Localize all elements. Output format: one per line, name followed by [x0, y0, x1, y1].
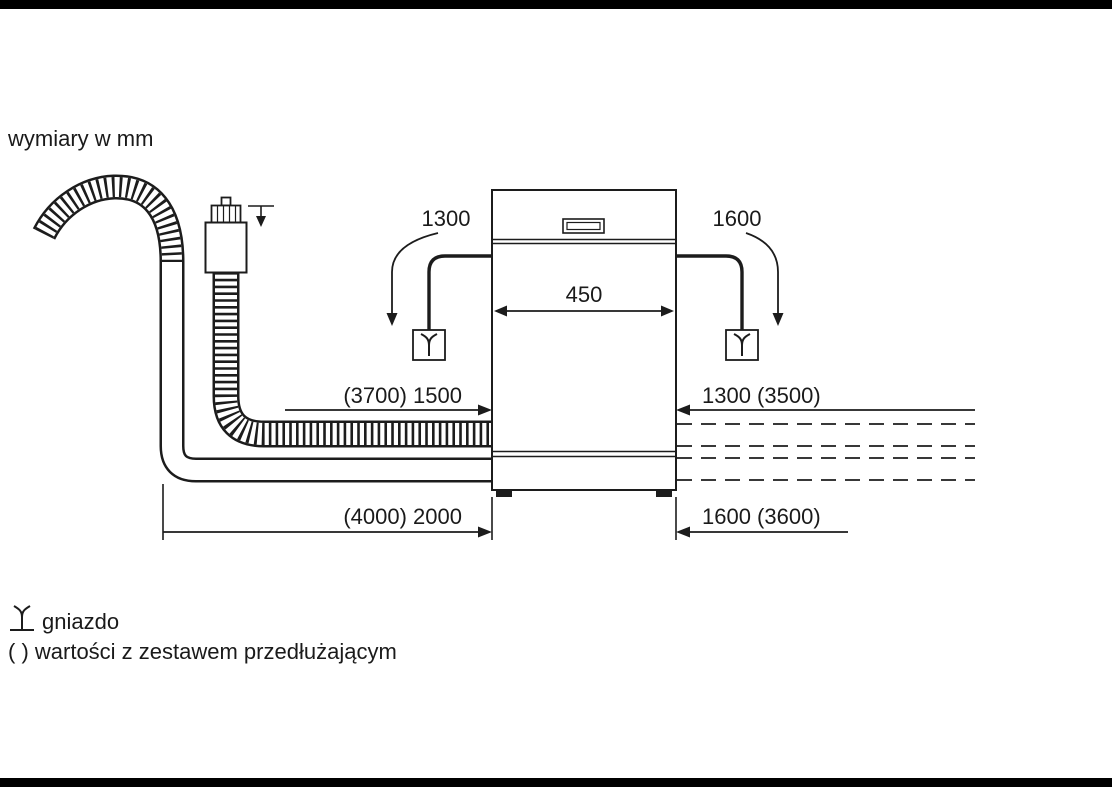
arrowhead-down	[772, 313, 784, 326]
arrowhead-down	[386, 313, 398, 326]
drain-hose-ribs	[35, 177, 182, 263]
legend: gniazdo ( ) wartości z zestawem przedłuż…	[8, 605, 397, 664]
arrowhead-right	[478, 404, 492, 416]
control-display-inner	[566, 221, 601, 231]
arrowhead-left	[676, 404, 690, 416]
socket-icon	[420, 333, 438, 356]
dim-supply-left-label: (3700) 1500	[343, 383, 462, 408]
dim-inlet-right-label: 1300 (3500)	[702, 383, 821, 408]
dim-drain-right-label: 1600 (3600)	[702, 504, 821, 529]
letterbox-top	[0, 0, 1112, 9]
tap-height-marker	[248, 205, 274, 227]
tap-collar	[210, 204, 242, 224]
dim-drain-left: (4000) 2000	[162, 484, 493, 540]
arrowhead-left	[494, 305, 507, 317]
dim-inlet-right: 1300 (3500)	[676, 383, 975, 416]
supply-hose	[212, 272, 492, 448]
dim-cable-left: 1300	[386, 206, 471, 326]
aquastop-box	[204, 221, 248, 274]
drain-hose	[32, 174, 492, 483]
letterbox-bottom	[0, 778, 1112, 787]
socket-right	[725, 329, 759, 361]
arrowhead-right	[478, 526, 492, 538]
socket-icon	[10, 605, 34, 631]
dim-cable-right-label: 1600	[713, 206, 762, 231]
units-note: wymiary w mm	[7, 126, 153, 151]
foot-right	[656, 490, 672, 497]
arrowhead-left	[676, 526, 690, 538]
dishwasher	[491, 189, 677, 497]
dim-width: 450	[494, 282, 674, 317]
dim-drain-left-label: (4000) 2000	[343, 504, 462, 529]
supply-hose-ribs	[215, 272, 492, 445]
dim-cable-right: 1600	[713, 206, 784, 326]
socket-icon	[733, 333, 751, 356]
dim-cable-left-label: 1300	[422, 206, 471, 231]
socket-left	[412, 329, 446, 361]
dishwasher-body	[491, 189, 677, 491]
legend-socket-label: gniazdo	[42, 609, 119, 634]
arrowhead-down	[256, 216, 266, 227]
arrowhead-right	[661, 305, 674, 317]
power-cable-right	[676, 254, 759, 361]
clearance-dashed-lines	[677, 423, 975, 481]
dim-width-label: 450	[566, 282, 603, 307]
power-cable-left	[412, 254, 492, 361]
dim-drain-right: 1600 (3600)	[675, 497, 848, 540]
legend-parentheses-note: ( ) wartości z zestawem przedłużającym	[8, 639, 397, 664]
tap-stem	[220, 196, 232, 207]
foot-left	[496, 490, 512, 497]
dim-supply-left: (3700) 1500	[285, 383, 492, 416]
